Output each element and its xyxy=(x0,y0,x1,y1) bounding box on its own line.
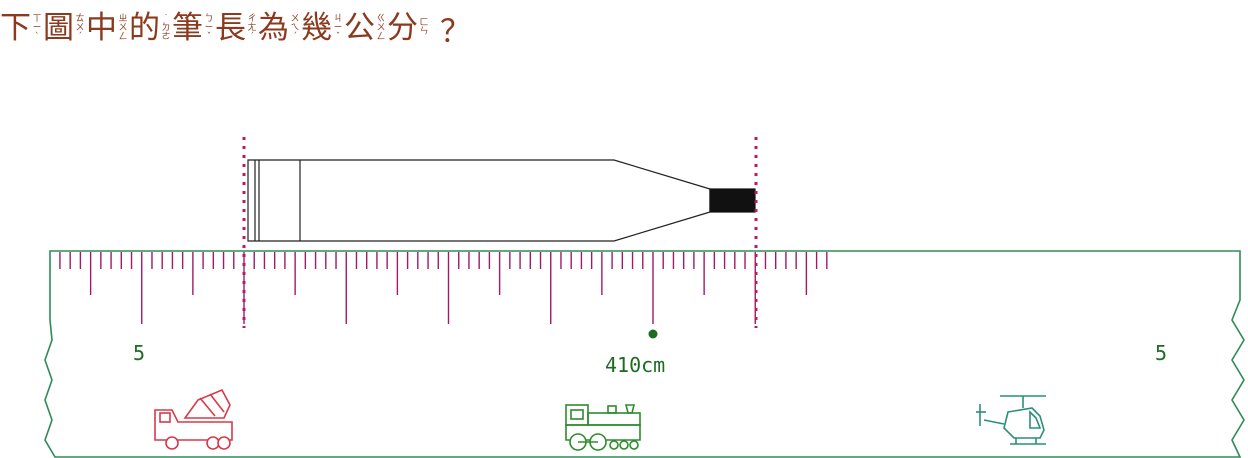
zhuyin-annotation: ㄈㄣ xyxy=(419,18,429,37)
center-label: 410cm xyxy=(605,353,665,377)
zhuyin-annotation: ㄓㄨㄥ xyxy=(118,13,128,42)
question-char: 中 xyxy=(86,10,117,46)
pencil xyxy=(247,159,756,242)
pencil-lead xyxy=(709,188,756,213)
question-char: 圖 xyxy=(43,10,74,46)
question-char: 幾 xyxy=(301,10,332,46)
cement-mixer-truck-icon xyxy=(154,388,233,450)
question-char: 下 xyxy=(0,10,31,46)
question-char: 長 xyxy=(215,10,246,46)
question-char: 公 xyxy=(344,10,375,46)
right-number-label: 5 xyxy=(1155,341,1167,365)
left-number-label: 5 xyxy=(133,341,145,365)
question-char: 為 xyxy=(258,10,289,46)
center-dot xyxy=(648,329,658,339)
question-char: 分 xyxy=(387,10,418,46)
question-char: 筆 xyxy=(172,10,203,46)
question-char: 的 xyxy=(129,10,160,46)
ruler-ticks xyxy=(59,252,828,324)
ruler-body xyxy=(44,250,1245,458)
question-mark: ？ xyxy=(440,13,471,50)
helicopter-icon xyxy=(976,395,1046,445)
steam-locomotive-icon xyxy=(565,404,641,451)
zhuyin-annotation: ˙ㄉㄜ xyxy=(161,13,171,42)
zhuyin-annotation: ㄍㄨㄥ xyxy=(376,13,386,42)
